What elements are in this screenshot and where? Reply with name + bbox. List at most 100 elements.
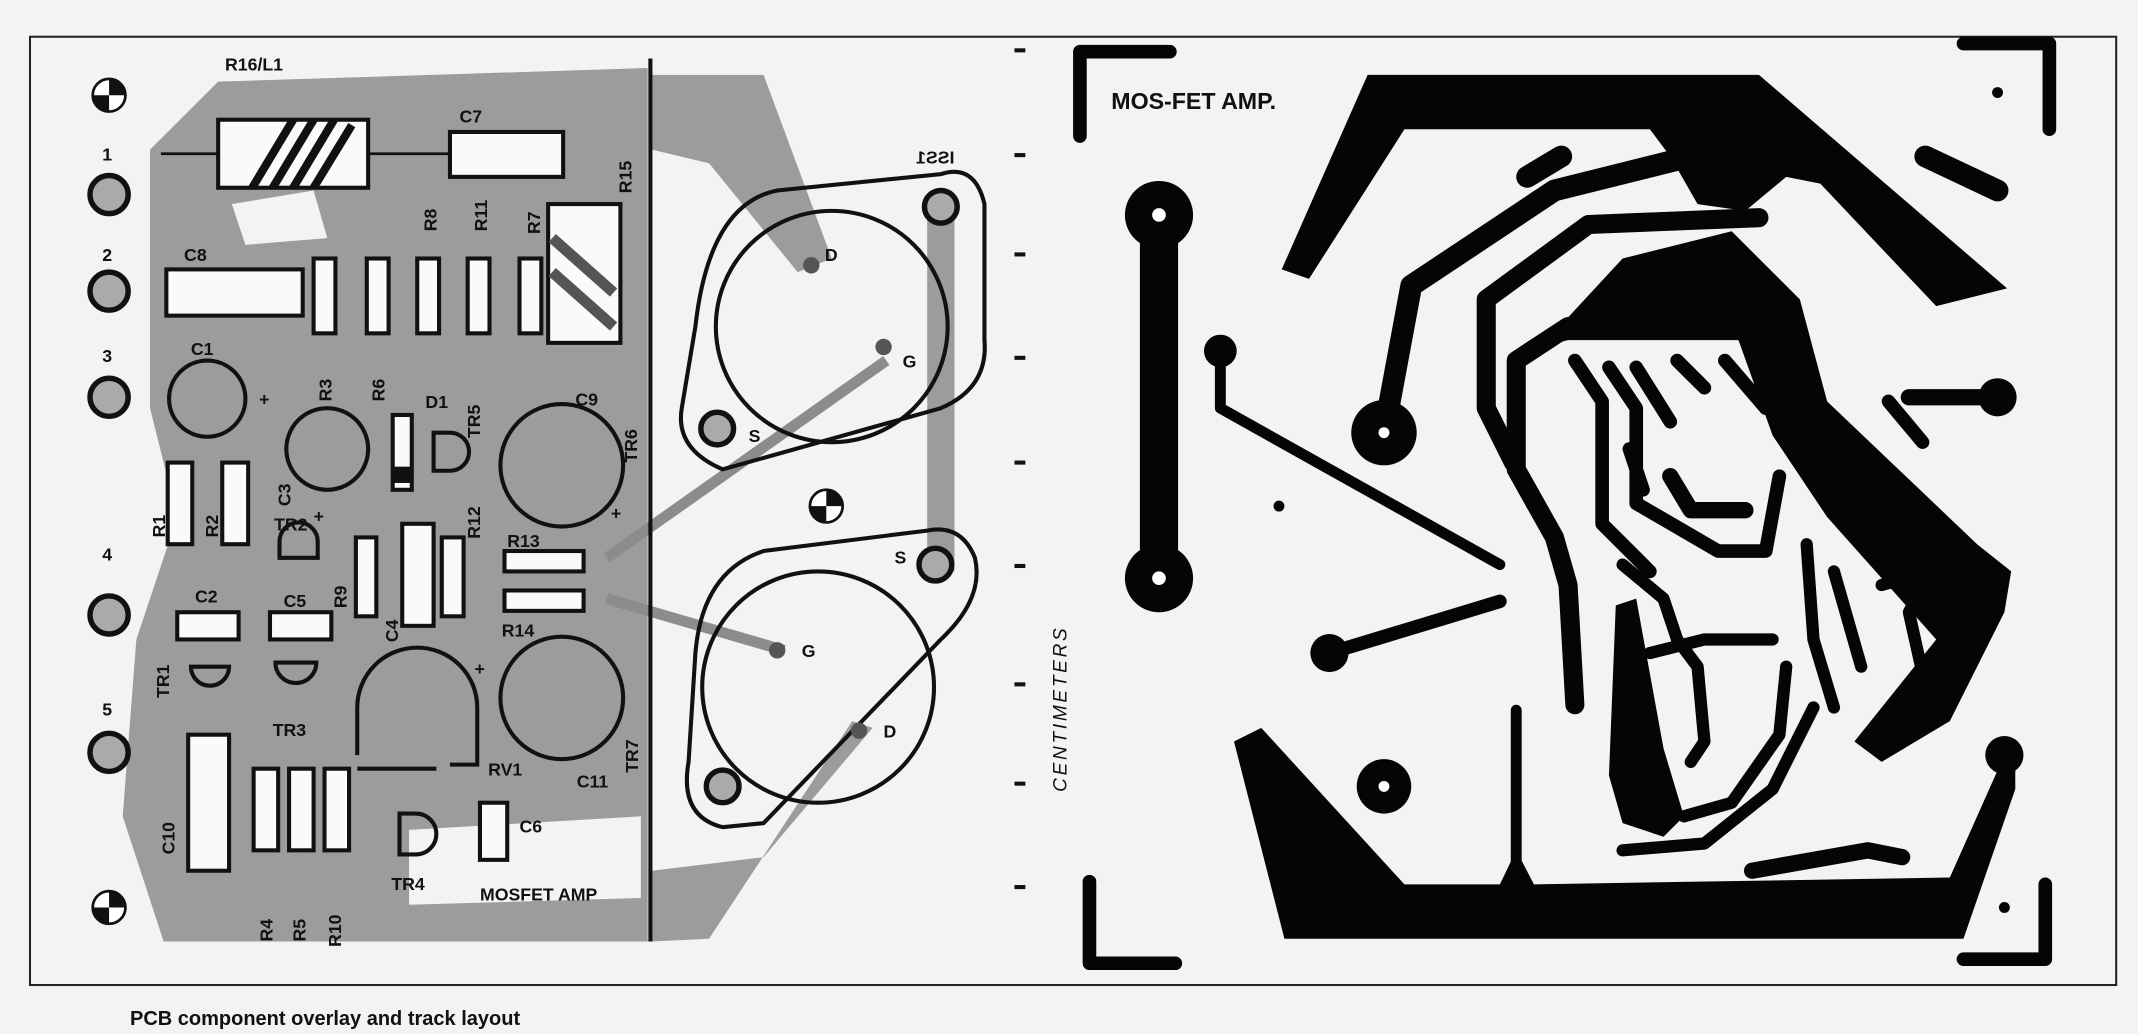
capacitor-c2 xyxy=(175,610,241,642)
resistor-r13 xyxy=(502,548,586,574)
track-top-frame xyxy=(1281,74,2008,307)
label-c5: C5 xyxy=(284,591,307,611)
label-r1: R1 xyxy=(149,515,169,538)
pin-label-drain: D xyxy=(884,721,897,741)
label-c10: C10 xyxy=(159,822,179,855)
corner-mark xyxy=(1956,877,2053,966)
pin-label-source: S xyxy=(894,547,906,567)
copper-gate-track xyxy=(603,356,890,563)
copper-gate-track-2 xyxy=(605,593,786,656)
potentiometer-rv1 xyxy=(355,645,480,771)
pin-label-gate: G xyxy=(802,641,816,661)
registration-target-icon xyxy=(91,77,127,113)
label-tr6: TR6 xyxy=(621,429,641,463)
resistor-r10 xyxy=(322,766,352,853)
label-r15: R15 xyxy=(615,161,635,194)
transistor-tr3 xyxy=(273,660,319,686)
terminal-2-label: 2 xyxy=(102,245,112,265)
label-r2: R2 xyxy=(202,515,222,538)
capacitor-c9 xyxy=(498,402,626,529)
pin-label-drain: D xyxy=(825,245,838,265)
resistor-r7 xyxy=(517,256,544,336)
terminal-4-label: 4 xyxy=(102,545,112,565)
label-r7: R7 xyxy=(524,211,544,234)
registration-target-icon xyxy=(91,889,127,926)
resistor-r1 xyxy=(165,460,195,547)
centimeter-scale: CENTIMETERS xyxy=(1014,48,1071,890)
capacitor-c10 xyxy=(186,732,232,873)
capacitor-c7 xyxy=(447,129,566,179)
label-r9: R9 xyxy=(330,585,350,608)
label-r6: R6 xyxy=(368,379,388,402)
track-layout: MOS-FET AMP. xyxy=(1073,36,2057,971)
pin-label-source: S xyxy=(749,426,761,446)
resistor-r6 xyxy=(364,256,391,336)
resistor-r5 xyxy=(287,766,316,853)
label-tr2: TR2 xyxy=(274,515,308,535)
capacitor-c8 xyxy=(164,267,305,318)
capacitor-c6 xyxy=(477,800,510,862)
label-rv1: RV1 xyxy=(488,760,522,780)
label-c8: C8 xyxy=(184,245,207,265)
track-center-block xyxy=(1540,231,2012,762)
label-c1: C1 xyxy=(191,339,214,359)
capacitor-c3 xyxy=(284,406,371,492)
label-d1: D1 xyxy=(425,392,448,412)
copper-drain-top xyxy=(651,74,832,273)
label-r10: R10 xyxy=(325,914,345,947)
label-r3: R3 xyxy=(315,379,335,402)
label-c9: C9 xyxy=(575,389,598,409)
svg-text:+: + xyxy=(475,659,485,679)
track-layout-title: MOS-FET AMP. xyxy=(1111,88,1276,114)
resistor-r2 xyxy=(220,460,251,547)
label-tr1: TR1 xyxy=(153,664,173,698)
board-label: MOSFET AMP xyxy=(480,885,598,905)
capacitor-c5 xyxy=(267,610,334,642)
label-r4: R4 xyxy=(257,919,277,942)
transistor-tr4 xyxy=(397,811,439,857)
label-c2: C2 xyxy=(195,587,218,607)
corner-mark xyxy=(1073,44,1177,143)
label-r14: R14 xyxy=(502,621,535,641)
terminal-5-label: 5 xyxy=(102,700,112,720)
svg-text:+: + xyxy=(314,506,324,526)
svg-text:+: + xyxy=(259,389,269,409)
transistor-tr2 xyxy=(277,520,320,560)
registration-target-icon xyxy=(808,488,845,524)
transistor-tr5 xyxy=(431,430,472,473)
resistor-r4 xyxy=(251,766,281,853)
label-r11: R11 xyxy=(471,200,491,232)
label-r5: R5 xyxy=(289,919,309,942)
resistor-r14 xyxy=(502,588,586,613)
label-r12: R12 xyxy=(464,506,484,539)
label-r13: R13 xyxy=(507,531,540,551)
mosfet-top xyxy=(678,169,987,472)
figure-caption: PCB component overlay and track layout xyxy=(130,1008,521,1030)
copper-drain-bottom xyxy=(651,721,873,942)
corner-mark xyxy=(1082,874,1183,971)
transistor-tr1 xyxy=(188,664,232,688)
track-bottom-frame xyxy=(1233,727,2016,939)
resistor-r8 xyxy=(415,256,442,336)
scale-label: CENTIMETERS xyxy=(1050,626,1071,792)
label-c11: C11 xyxy=(577,772,609,792)
terminal-pads xyxy=(87,172,131,775)
capacitor-c11 xyxy=(498,634,626,762)
resistor-r9 xyxy=(353,535,379,619)
svg-text:+: + xyxy=(611,504,621,524)
label-c3: C3 xyxy=(274,483,294,506)
label-tr4: TR4 xyxy=(391,874,425,894)
label-c4: C4 xyxy=(382,619,402,642)
corner-mark xyxy=(1956,36,2057,137)
label-tr5: TR5 xyxy=(464,405,484,439)
figure-frame xyxy=(28,35,2118,987)
label-tr7: TR7 xyxy=(622,739,642,773)
pin-label-gate: G xyxy=(903,351,917,371)
label-r16-l1: R16/L1 xyxy=(225,55,283,75)
label-c7: C7 xyxy=(460,106,483,126)
capacitor-c1 xyxy=(167,358,248,439)
component-overlay: 1 2 3 4 5 xyxy=(87,55,987,947)
label-tr3: TR3 xyxy=(273,720,307,740)
label-c6: C6 xyxy=(520,817,543,837)
